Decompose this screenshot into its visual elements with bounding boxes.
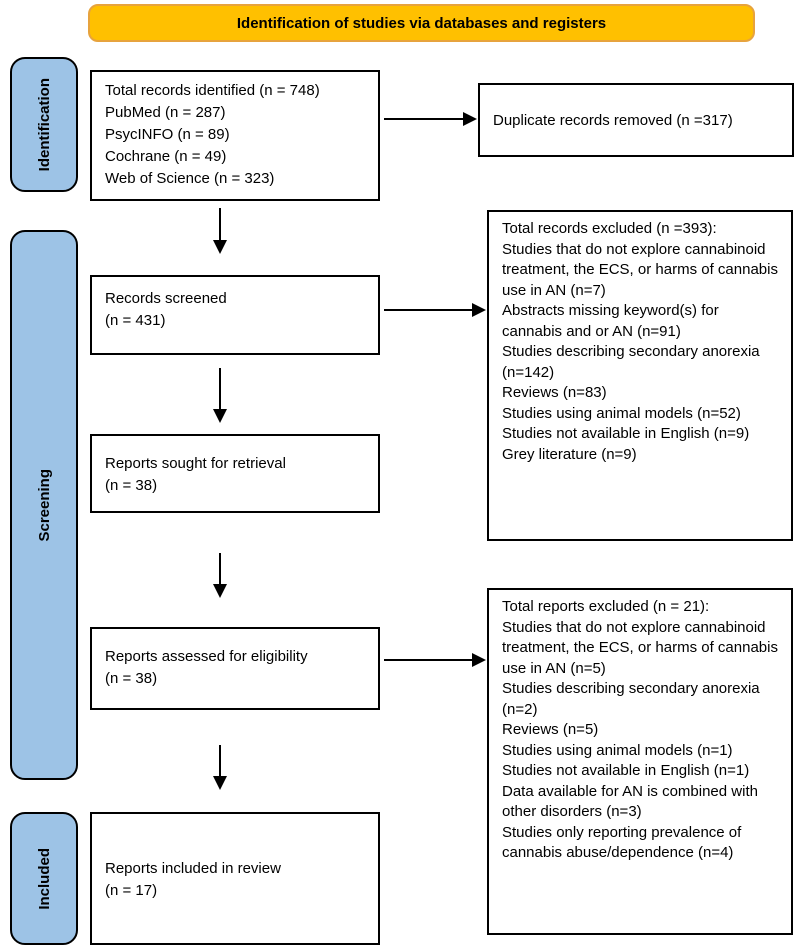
text-line: Reviews (n=83) xyxy=(502,384,607,401)
banner-title: Identification of studies via databases … xyxy=(236,14,607,32)
text-line: Studies that do not explore cannabinoid … xyxy=(502,618,778,677)
text-line: (n = 17) xyxy=(105,881,158,899)
text-line: Grey literature (n=9) xyxy=(502,445,637,463)
box-reports-excluded: Total reports excluded (n = 21): Studies … xyxy=(487,588,793,935)
arrow-assessed-to-included xyxy=(213,745,227,790)
text-line: Data available for AN is combined with o… xyxy=(502,782,758,821)
text-line: PubMed (n = 287) xyxy=(105,104,226,121)
text-line: Total records identified (n = 748) xyxy=(105,82,320,99)
text-line: Total records excluded (n =393): xyxy=(502,220,717,237)
stage-label-identification: Identification xyxy=(10,57,78,192)
box-duplicate-records-removed: Duplicate records removed (n =317) xyxy=(478,83,794,157)
text-line: Reports assessed for eligibility xyxy=(105,648,308,665)
banner: Identification of studies via databases … xyxy=(88,4,755,42)
text-line: Studies using animal models (n=1) xyxy=(502,741,733,759)
arrow-assessed-to-excluded xyxy=(384,653,486,667)
text-line: Studies using animal models (n=52) xyxy=(502,404,741,422)
box-records-identified: Total records identified (n = 748) PubMed… xyxy=(90,70,380,201)
text-line: Abstracts missing keyword(s) for cannabi… xyxy=(502,302,719,340)
text-line: Studies describing secondary anorexia (n… xyxy=(502,343,760,381)
text-line: Studies not available in English (n=1) xyxy=(502,762,750,779)
box-reports-assessed-eligibility: Reports assessed for eligibility (n = 38) xyxy=(90,627,380,710)
text-line: (n = 38) xyxy=(105,670,158,687)
text-line: PsycINFO (n = 89) xyxy=(105,126,230,143)
text-line: Total reports excluded (n = 21): xyxy=(502,598,710,615)
arrow-screened-to-sought xyxy=(213,368,227,423)
text-line: Studies that do not explore cannabinoid … xyxy=(502,240,778,299)
text-line: Reviews (n=5) xyxy=(502,721,599,738)
arrow-identified-to-duplicates xyxy=(384,112,477,126)
text-line: Records screened xyxy=(105,290,227,307)
text-line: (n = 38) xyxy=(105,477,158,494)
text-line: Web of Science (n = 323) xyxy=(105,170,275,187)
stage-label-screening-text: Screening xyxy=(35,468,53,542)
text-line: Studies describing secondary anorexia (n… xyxy=(502,680,760,718)
box-records-screened: Records screened (n = 431) xyxy=(90,275,380,355)
text-line: (n = 431) xyxy=(105,312,166,329)
stage-label-included-text: Included xyxy=(35,847,53,910)
text-line: Studies only reporting prevalence of can… xyxy=(502,823,742,862)
text-line: Studies not available in English (n=9) xyxy=(502,425,750,442)
arrow-identified-to-screened xyxy=(213,208,227,254)
stage-label-included: Included xyxy=(10,812,78,945)
arrow-screened-to-excluded xyxy=(384,303,486,317)
stage-label-screening: Screening xyxy=(10,230,78,780)
box-reports-included-review: Reports included in review (n = 17) xyxy=(90,812,380,945)
text-line: Duplicate records removed (n =317) xyxy=(493,112,733,129)
box-reports-sought-retrieval: Reports sought for retrieval (n = 38) xyxy=(90,434,380,513)
stage-label-identification-text: Identification xyxy=(35,77,53,172)
text-line: Reports sought for retrieval xyxy=(105,455,286,472)
text-line: Reports included in review xyxy=(105,859,281,877)
arrow-sought-to-assessed xyxy=(213,553,227,598)
box-records-excluded: Total records excluded (n =393): Studies … xyxy=(487,210,793,541)
text-line: Cochrane (n = 49) xyxy=(105,148,227,165)
